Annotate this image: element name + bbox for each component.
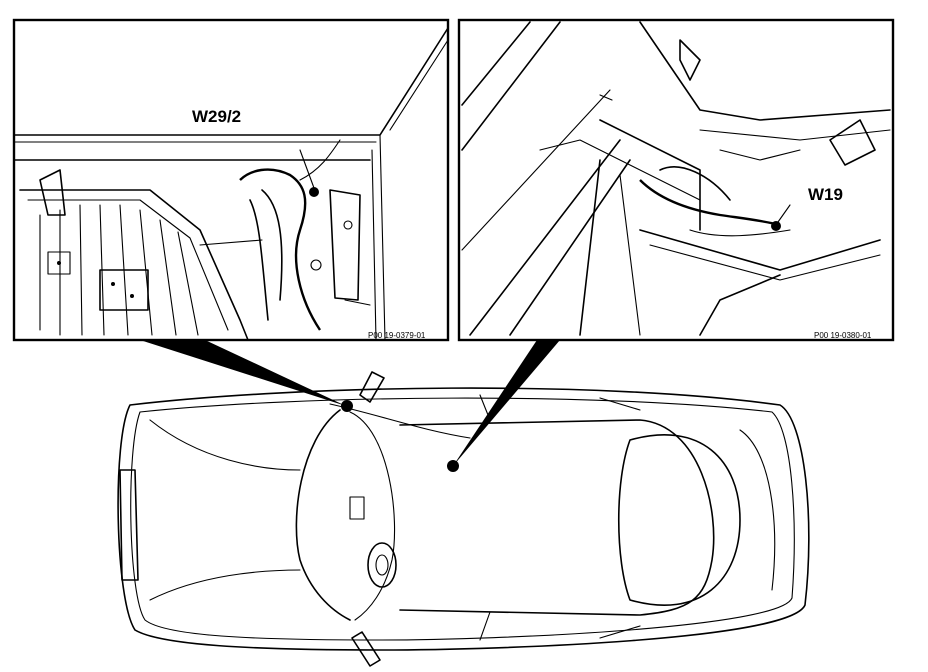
left-detail-panel: W29/2 P00 19-0379-01 [12,18,450,342]
left-figure-code: P00 19-0379-01 [368,331,426,340]
w29-2-label: W29/2 [192,107,241,126]
right-detail-panel: W19 P00 19-0380-01 [457,18,895,342]
left-callout-wedge [140,340,346,406]
w19-label: W19 [808,185,843,204]
car-top-view [117,371,810,667]
right-callout-wedge [453,340,560,466]
right-figure-code: P00 19-0380-01 [814,331,872,340]
